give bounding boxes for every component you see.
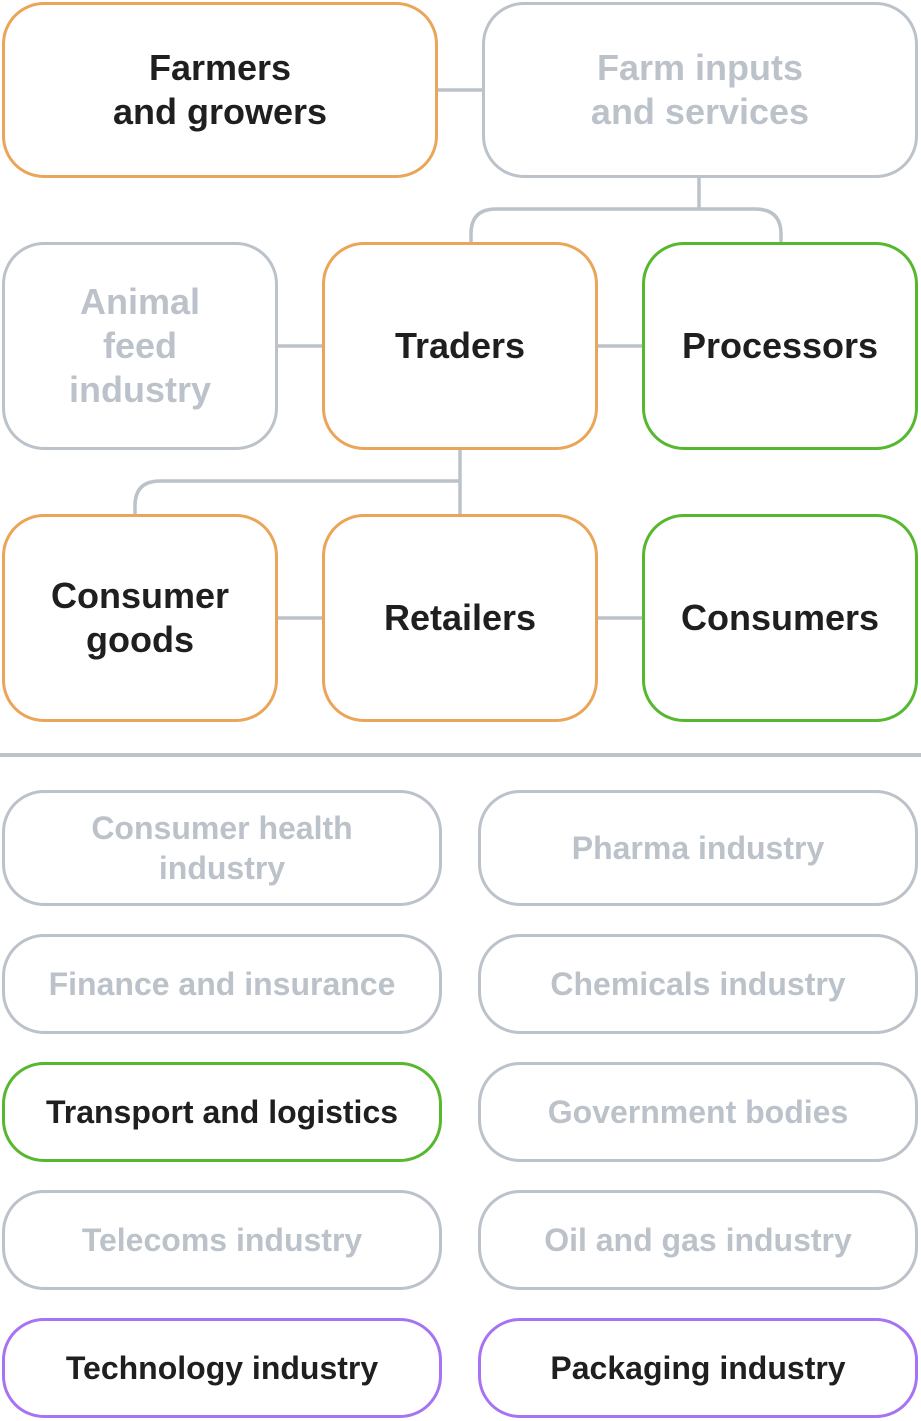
node-label: Pharma industry: [571, 830, 825, 866]
node-packaging-industry[interactable]: Packaging industry: [478, 1318, 918, 1418]
node-label: Transport and logistics: [45, 1094, 399, 1130]
section-divider: [0, 753, 921, 757]
node-farm-inputs-and-services[interactable]: Farm inputs and services: [482, 2, 918, 178]
node-label: Telecoms industry: [81, 1222, 363, 1258]
node-government-bodies[interactable]: Government bodies: [478, 1062, 918, 1162]
node-label: Animal feed industry: [68, 281, 211, 410]
node-label: Farm inputs and services: [590, 47, 810, 132]
node-label: Processors: [681, 325, 879, 366]
node-finance-and-insurance[interactable]: Finance and insurance: [2, 934, 442, 1034]
node-oil-and-gas-industry[interactable]: Oil and gas industry: [478, 1190, 918, 1290]
node-consumers[interactable]: Consumers: [642, 514, 918, 722]
node-label: Technology industry: [65, 1350, 379, 1386]
node-label: Consumer goods: [50, 575, 230, 660]
node-label: Oil and gas industry: [544, 1222, 852, 1258]
node-label: Consumers: [680, 597, 880, 638]
node-traders[interactable]: Traders: [322, 242, 598, 450]
node-animal-feed-industry[interactable]: Animal feed industry: [2, 242, 278, 450]
connector-farm-inputs-branch: [469, 207, 783, 242]
node-chemicals-industry[interactable]: Chemicals industry: [478, 934, 918, 1034]
node-label: Packaging industry: [550, 1350, 846, 1386]
node-pharma-industry[interactable]: Pharma industry: [478, 790, 918, 906]
node-processors[interactable]: Processors: [642, 242, 918, 450]
node-label: Traders: [394, 325, 526, 366]
node-label: Finance and insurance: [48, 966, 396, 1002]
node-label: Consumer health industry: [91, 810, 353, 886]
node-consumer-goods[interactable]: Consumer goods: [2, 514, 278, 722]
node-retailers[interactable]: Retailers: [322, 514, 598, 722]
node-label: Government bodies: [547, 1094, 849, 1130]
node-label: Retailers: [383, 597, 537, 638]
node-transport-and-logistics[interactable]: Transport and logistics: [2, 1062, 442, 1162]
connector-traders-consumer-goods: [133, 479, 460, 514]
node-consumer-health-industry[interactable]: Consumer health industry: [2, 790, 442, 906]
node-label: Farmers and growers: [112, 47, 328, 132]
node-farmers-and-growers[interactable]: Farmers and growers: [2, 2, 438, 178]
node-technology-industry[interactable]: Technology industry: [2, 1318, 442, 1418]
node-label: Chemicals industry: [550, 966, 846, 1002]
node-telecoms-industry[interactable]: Telecoms industry: [2, 1190, 442, 1290]
